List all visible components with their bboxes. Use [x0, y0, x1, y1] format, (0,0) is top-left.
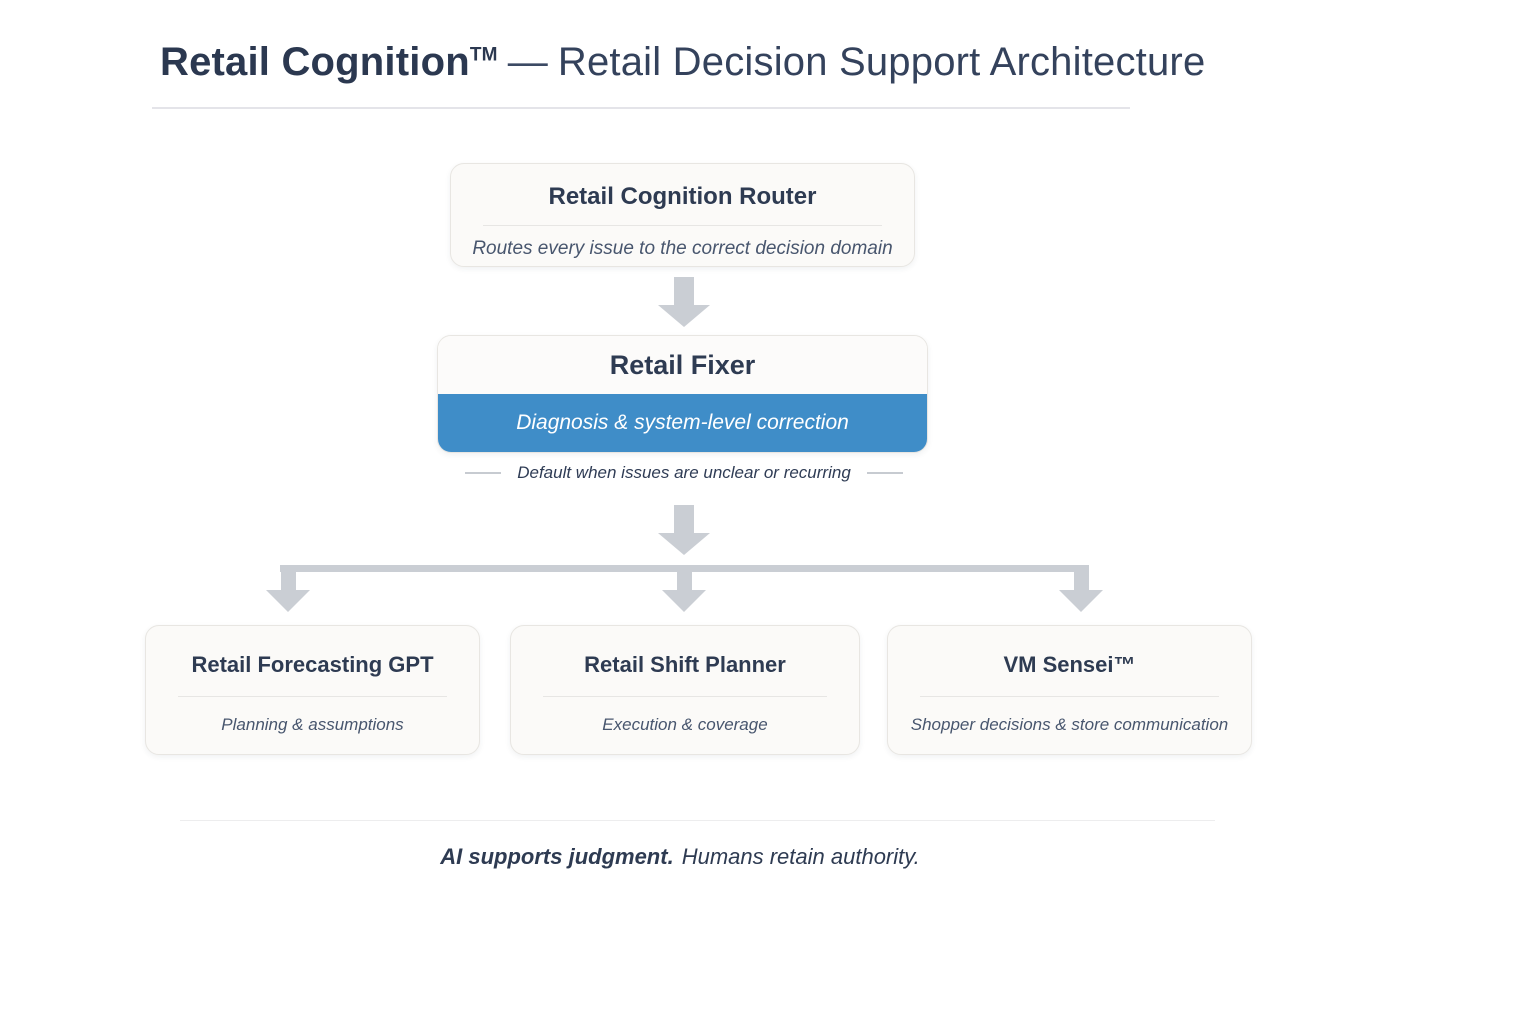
child-divider — [178, 696, 447, 697]
child-divider — [543, 696, 827, 697]
branch-arrow-right-icon — [1059, 571, 1103, 612]
fixer-caption: Default when issues are unclear or recur… — [384, 463, 984, 483]
footer-regular-text: Humans retain authority. — [681, 844, 920, 869]
caption-dash-right — [866, 472, 903, 474]
down-arrow-icon — [658, 277, 710, 327]
shift-planner-node: Retail Shift Planner Execution & coverag… — [510, 625, 860, 755]
fixer-caption-text: Default when issues are unclear or recur… — [517, 463, 851, 482]
child-divider — [920, 696, 1219, 697]
footer-note: AI supports judgment. Humans retain autho… — [0, 844, 1360, 870]
arrow-head — [658, 533, 710, 555]
caption-dash-left — [465, 472, 502, 474]
child-subtitle: Execution & coverage — [602, 715, 768, 734]
branch-arrow-center-icon — [662, 571, 706, 612]
child-title: Retail Forecasting GPT — [191, 652, 434, 677]
fixer-band-label: Diagnosis & system-level correction — [438, 394, 927, 452]
arrow-shaft — [1073, 571, 1089, 590]
branch-connector-bar — [280, 565, 1089, 572]
arrow-shaft — [676, 571, 692, 590]
child-title: VM Sensei™ — [1003, 652, 1136, 677]
vm-sensei-node: VM Sensei™ Shopper decisions & store com… — [887, 625, 1252, 755]
footer-divider — [180, 820, 1215, 821]
arrow-shaft — [674, 505, 694, 533]
child-subtitle: Planning & assumptions — [221, 715, 404, 734]
router-divider — [483, 225, 882, 226]
router-subtitle: Routes every issue to the correct decisi… — [472, 238, 893, 259]
child-title: Retail Shift Planner — [584, 652, 786, 677]
header: Retail CognitionTM —Retail Decision Suppo… — [160, 40, 1205, 85]
down-arrow-icon — [658, 505, 710, 555]
router-node: Retail Cognition Router Routes every iss… — [450, 163, 915, 267]
title-separator: — — [507, 40, 548, 84]
router-title: Retail Cognition Router — [548, 183, 817, 210]
footer-bold-text: AI supports judgment. — [440, 844, 674, 869]
arrow-shaft — [280, 571, 296, 590]
title-subtext: Retail Decision Support Architecture — [557, 40, 1206, 84]
child-subtitle: Shopper decisions & store communication — [910, 715, 1229, 734]
arrow-head — [662, 590, 706, 612]
brand-name: Retail Cognition — [160, 40, 470, 84]
page-title: Retail CognitionTM —Retail Decision Suppo… — [160, 40, 1205, 85]
fixer-title: Retail Fixer — [438, 336, 927, 394]
arrow-shaft — [674, 277, 694, 305]
trademark-symbol: TM — [469, 44, 498, 66]
arrow-head — [1059, 590, 1103, 612]
arrow-head — [266, 590, 310, 612]
branch-arrow-left-icon — [266, 571, 310, 612]
title-divider — [152, 107, 1130, 109]
fixer-node: Retail Fixer Diagnosis & system-level co… — [437, 335, 928, 453]
forecasting-gpt-node: Retail Forecasting GPT Planning & assump… — [145, 625, 480, 755]
arrow-head — [658, 305, 710, 327]
